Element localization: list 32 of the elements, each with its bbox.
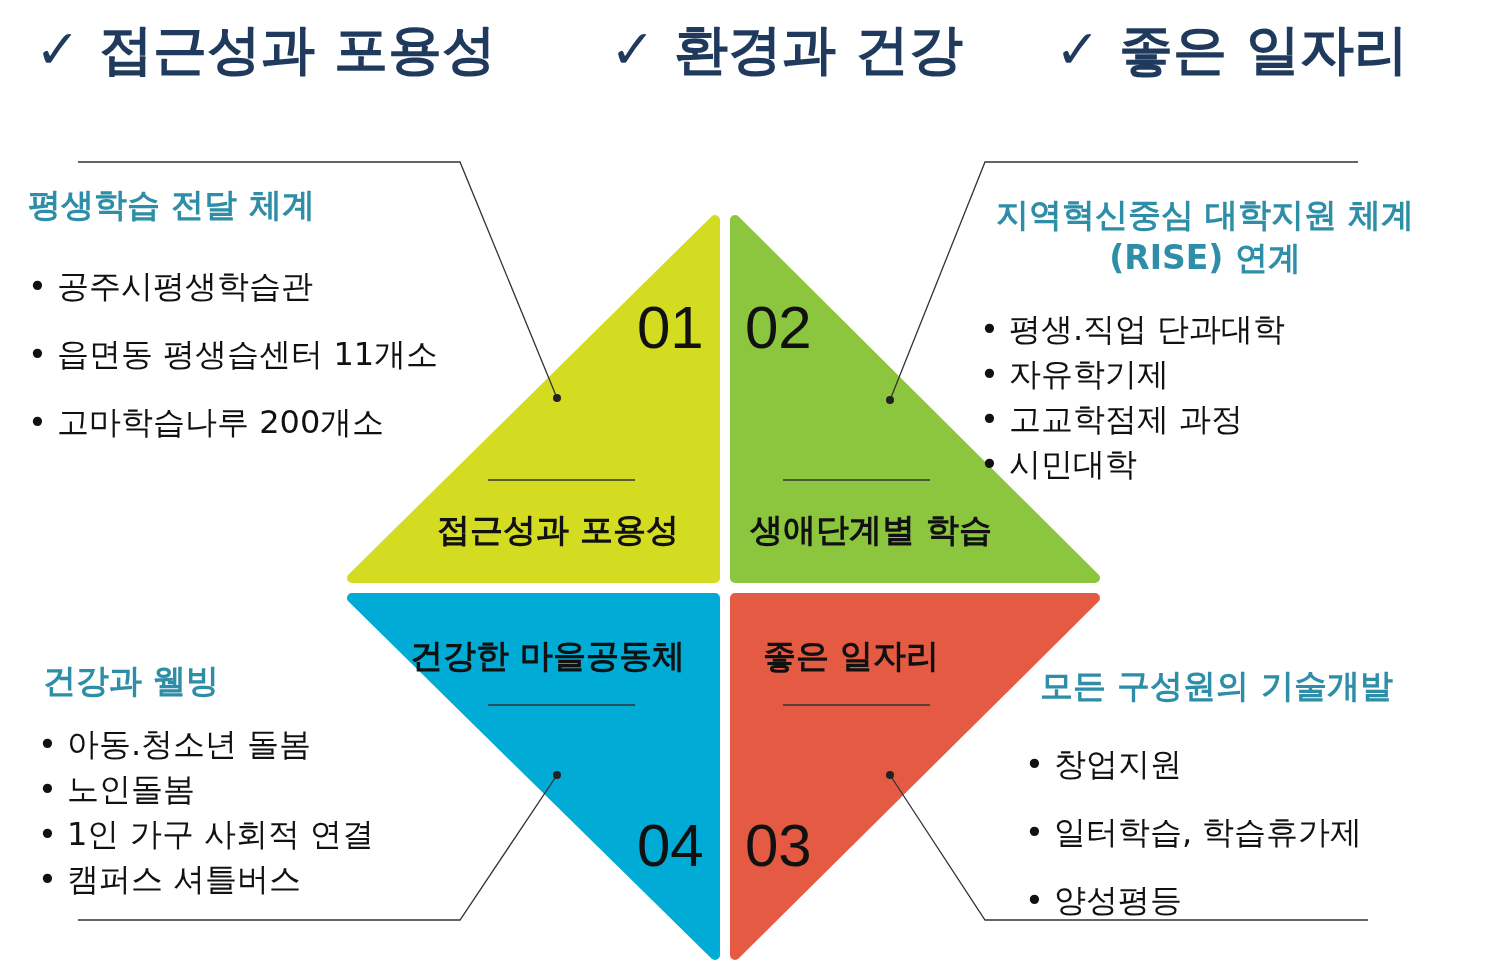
section-number: 04 bbox=[637, 816, 704, 876]
bullet-item: • 1인 가구 사회적 연결 bbox=[38, 814, 374, 855]
bullet-item: • 고교학점제 과정 bbox=[980, 399, 1245, 440]
bullet-item: • 양성평등 bbox=[1025, 880, 1184, 921]
bullet-item: • 공주시평생학습관 bbox=[28, 266, 315, 307]
heading-text: ✓ 접근성과 포용성 bbox=[35, 17, 496, 83]
leader-line bbox=[886, 161, 1359, 404]
heading-text: ✓ 좋은 일자리 bbox=[1055, 17, 1408, 83]
callout-heading: 모든 구성원의 기술개발 bbox=[1040, 665, 1394, 707]
bullet-item: • 자유학기제 bbox=[980, 354, 1171, 395]
section-title: 좋은 일자리 bbox=[763, 636, 940, 676]
bullet-item: • 캠퍼스 셔틀버스 bbox=[38, 859, 303, 900]
leader-line bbox=[886, 771, 1369, 921]
section-title: 건강한 마을공동체 bbox=[410, 636, 686, 676]
leader-line bbox=[77, 161, 561, 402]
bullet-item: • 읍면동 평생습센터 11개소 bbox=[28, 334, 439, 375]
callout-heading: 지역혁신중심 대학지원 체계(RISE) 연계 bbox=[994, 194, 1416, 279]
bullet-item: • 평생.직업 단과대학 bbox=[980, 309, 1286, 350]
bullet-item: • 아동.청소년 돌봄 bbox=[38, 724, 313, 765]
heading-text: ✓ 환경과 건강 bbox=[610, 17, 963, 83]
callout-heading: 건강과 웰빙 bbox=[43, 660, 221, 702]
bullet-item: • 일터학습, 학습휴가제 bbox=[1025, 812, 1363, 853]
bullet-item: • 창업지원 bbox=[1025, 744, 1184, 785]
section-title: 생애단계별 학습 bbox=[750, 510, 993, 550]
section-number: 02 bbox=[745, 298, 812, 358]
section-number: 03 bbox=[745, 816, 812, 876]
bullet-item: • 고마학습나루 200개소 bbox=[28, 402, 386, 443]
callout-heading: 평생학습 전달 체계 bbox=[28, 184, 316, 226]
leader-line bbox=[77, 771, 561, 921]
section-title: 접근성과 포용성 bbox=[437, 510, 680, 550]
section-number: 01 bbox=[637, 298, 704, 358]
bullet-item: • 노인돌봄 bbox=[38, 769, 197, 810]
